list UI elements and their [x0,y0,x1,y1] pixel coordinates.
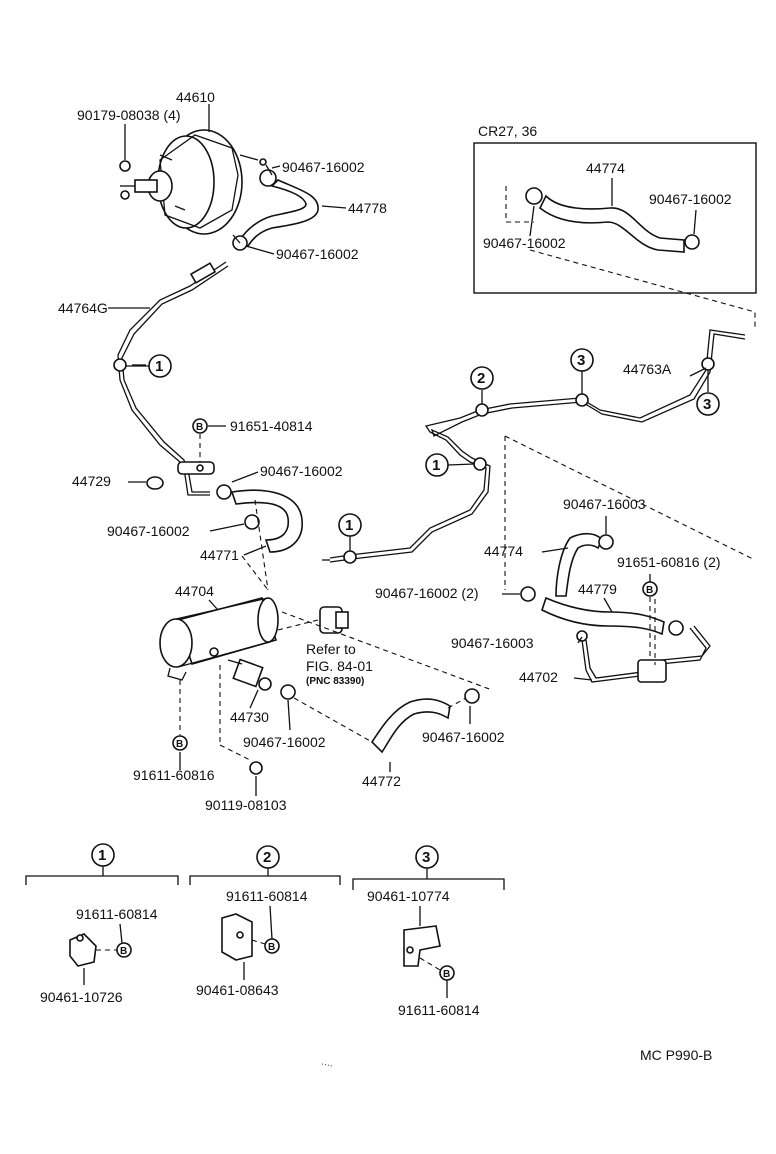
clamp-90467-a [259,164,277,187]
detail-2: 2 91611-60814 90461-08643 B [189,845,341,998]
detail-2-bolt: B [268,942,275,953]
hose-44778 [238,179,319,248]
label-44779: 44779 [578,581,617,597]
label-44771: 44771 [200,547,239,563]
callout-2: 2 [477,370,485,387]
label-box-90467-r: 90467-16002 [649,191,732,207]
bolt-b-b: B [176,739,183,750]
label-90467-16003-b: 90467-16003 [451,635,534,651]
bracket-90461-10774 [403,925,441,967]
detail-3-top: 90461-10774 [367,888,450,904]
callout-1-a: 1 [155,358,163,375]
hose-44779 [541,596,665,636]
label-44702: 44702 [519,669,558,685]
label-44730: 44730 [230,709,269,725]
refer-line2: FIG. 84-01 [306,658,373,674]
detail-1: 1 91611-60814 90461-10726 B [25,843,179,1005]
label-90467-a: 90467-16002 [282,159,365,175]
label-90467-16003-a: 90467-16003 [563,496,646,512]
label-91651-40814: 91651-40814 [230,418,313,434]
pipe-44763a [329,329,746,559]
label-90467-d: 90467-16002 [107,523,190,539]
detail-3-number: 3 [422,849,430,866]
label-90119: 90119-08103 [205,797,287,813]
refer-line3: (PNC 83390) [306,676,364,687]
label-90467-c: 90467-16002 [260,463,343,479]
detail-1-number: 1 [98,847,106,864]
vacuum-sensor [319,606,349,634]
detail-3-bottom: 91611-60814 [398,1002,480,1018]
detail-2-number: 2 [263,849,271,866]
box-hose-44774 [538,194,685,253]
label-variant-box: CR27, 36 [478,123,537,139]
callout-1-c: 1 [345,517,353,534]
hose-44771 [230,489,303,553]
label-44704: 44704 [175,583,214,599]
callout-3-a: 3 [577,352,585,369]
detail-3-bolt: B [443,969,450,980]
detail-2-bottom: 90461-08643 [196,982,279,998]
bolt-b-c: B [646,585,653,596]
diagram-code: MC P990-B [640,1047,712,1063]
bracket-90461-10726 [69,933,97,967]
part-labels: 44610 90179-08038 (4) 90467-16002 44778 … [58,89,732,1063]
label-box-44774: 44774 [586,160,625,176]
leader-lines [108,104,709,796]
bolt-b-a: B [196,422,203,433]
detail-2-top: 91611-60814 [226,888,308,904]
pipe-44764g [117,261,227,496]
label-44778: 44778 [348,200,387,216]
label-90467-f: 90467-16002 [422,729,505,745]
brake-booster [119,108,267,235]
label-90467-16002-2: 90467-16002 (2) [375,585,479,601]
hose-44774-right [555,532,603,597]
callouts: 1 1 1 2 3 3 B B B [148,348,720,751]
detail-1-top: 91611-60814 [76,906,158,922]
vsv-44730 [227,658,272,691]
label-44774: 44774 [484,543,523,559]
variant-box [473,142,757,294]
callout-3-b: 3 [703,396,711,413]
label-91651-60816: 91651-60816 (2) [617,554,721,570]
detail-1-bottom: 90461-10726 [40,989,123,1005]
cap-44729 [146,476,164,490]
clamp-90467-b [232,234,248,251]
label-box-90467-l: 90467-16002 [483,235,566,251]
refer-line1: Refer to [306,641,356,657]
hose-44772 [370,698,451,754]
label-44729: 44729 [72,473,111,489]
callout-1-b: 1 [432,457,440,474]
label-44610: 44610 [176,89,215,105]
label-90467-e: 90467-16002 [243,734,326,750]
label-90467-b: 90467-16002 [276,246,359,262]
label-90179: 90179-08038 (4) [77,107,181,123]
label-44772: 44772 [362,773,401,789]
label-91611-60816: 91611-60816 [133,767,215,783]
label-44763a: 44763A [623,361,672,377]
label-44764g: 44764G [58,300,108,316]
canister-44704 [159,597,279,681]
detail-1-bolt: B [120,946,127,957]
detail-3: 3 90461-10774 91611-60814 B [352,845,505,1018]
